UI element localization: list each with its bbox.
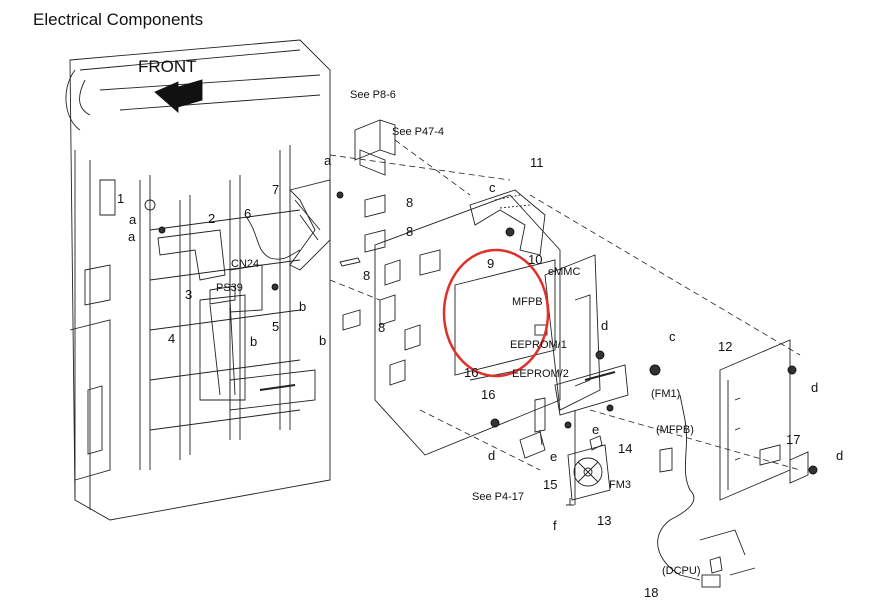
connector-label: (FM1) bbox=[651, 388, 681, 400]
screw-letter: d bbox=[488, 448, 496, 463]
part-number-label: 11 bbox=[530, 155, 544, 170]
part-number-label: 8 bbox=[378, 320, 386, 335]
part-11-bracket bbox=[469, 189, 546, 256]
part-8-a bbox=[364, 194, 386, 218]
part-17-bracket bbox=[789, 451, 809, 484]
part-number-label: 8 bbox=[363, 268, 371, 283]
part-number-label: 3 bbox=[185, 287, 193, 302]
part-7-bracket bbox=[289, 179, 331, 271]
part-number-label: 8 bbox=[406, 224, 414, 239]
reference-label: See P8-6 bbox=[350, 89, 396, 101]
reference-label: See P47-4 bbox=[392, 126, 444, 138]
part-15-cable bbox=[534, 397, 546, 433]
part-18-harness bbox=[657, 394, 701, 581]
part-number-label: 15 bbox=[543, 477, 558, 492]
part-number-label: 10 bbox=[528, 252, 543, 267]
part-number-label: 2 bbox=[208, 211, 216, 226]
part-2-bracket bbox=[157, 229, 226, 281]
screw-letter: b bbox=[319, 333, 327, 348]
screw-letter: b bbox=[299, 299, 307, 314]
screw-letter: a bbox=[324, 153, 332, 168]
connector-label: eMMC bbox=[548, 266, 581, 278]
part-12-board bbox=[719, 339, 791, 501]
part-8-d bbox=[342, 309, 361, 331]
connector-label: EEPROM/1 bbox=[510, 339, 567, 351]
screw-letter: e bbox=[592, 422, 600, 437]
part-9-mfpb-board bbox=[454, 259, 556, 376]
screw-letter: c bbox=[669, 329, 676, 344]
screw-letter: a bbox=[128, 229, 136, 244]
page-title: Electrical Components bbox=[33, 10, 204, 29]
screw-letter: f bbox=[553, 518, 557, 533]
part-number-label: 12 bbox=[718, 339, 733, 354]
part-3-bracket bbox=[209, 285, 236, 305]
part-number-label: 16 bbox=[464, 365, 479, 380]
part-number-label: 7 bbox=[272, 182, 280, 197]
part-number-label: 16 bbox=[481, 387, 496, 402]
main-frame bbox=[65, 39, 331, 521]
part-number-label: 5 bbox=[272, 319, 280, 334]
screw-letter: c bbox=[489, 180, 496, 195]
part-number-label: 13 bbox=[597, 513, 612, 528]
part-4-bracket bbox=[199, 294, 246, 401]
connector-label: (MFPB) bbox=[656, 424, 694, 436]
part-number-label: 6 bbox=[244, 206, 252, 221]
front-label: FRONT bbox=[138, 57, 197, 76]
connector-label: MFPB bbox=[512, 296, 543, 308]
connector-label: EEPROM/2 bbox=[512, 368, 569, 380]
part-number-label: 4 bbox=[168, 331, 176, 346]
part-6-cable bbox=[244, 214, 301, 260]
highlight-circle bbox=[442, 248, 550, 378]
reference-label: See P4-17 bbox=[472, 491, 524, 503]
screw-letter: d bbox=[601, 318, 609, 333]
screw-letter: b bbox=[250, 334, 258, 349]
connector-label: (DCPU) bbox=[662, 565, 701, 577]
part-number-label: 8 bbox=[406, 195, 414, 210]
part-number-label: 14 bbox=[618, 441, 633, 456]
screw-letter: a bbox=[129, 212, 137, 227]
part-10-box bbox=[544, 254, 601, 411]
connector-label: CN24 bbox=[231, 258, 260, 270]
connector-label: PS39 bbox=[216, 282, 243, 294]
screw-letter: e bbox=[550, 449, 558, 464]
connector-label: FM3 bbox=[609, 479, 631, 491]
part-13-fan bbox=[567, 444, 611, 501]
front-arrow bbox=[154, 79, 203, 113]
part-number-label: 18 bbox=[644, 585, 659, 600]
screw-letter: d bbox=[836, 448, 844, 463]
mounting-plate bbox=[374, 194, 561, 456]
part-8-c bbox=[339, 257, 361, 267]
part-number-label: 1 bbox=[117, 191, 125, 206]
part-8-b bbox=[364, 229, 386, 253]
part-number-label: 17 bbox=[786, 432, 801, 447]
part-5-board bbox=[229, 264, 263, 313]
part-number-label: 9 bbox=[487, 256, 495, 271]
screw-letter: d bbox=[811, 380, 819, 395]
